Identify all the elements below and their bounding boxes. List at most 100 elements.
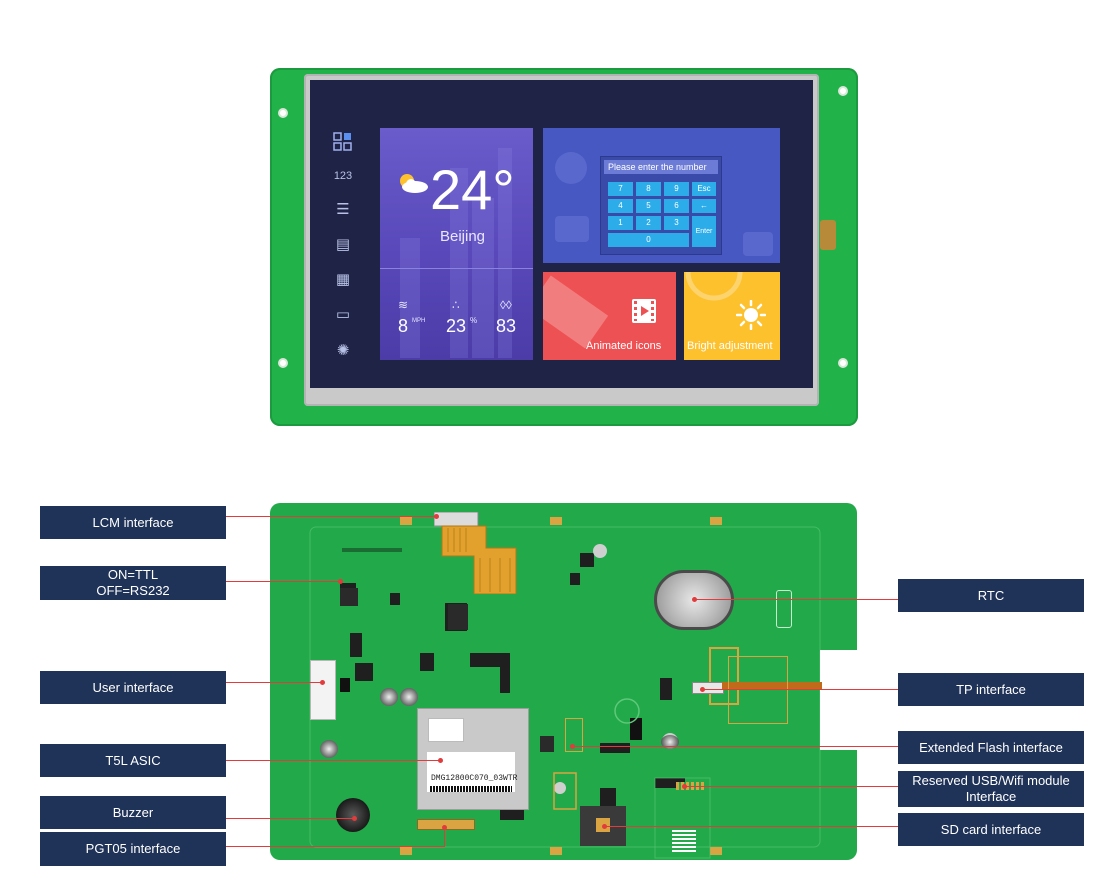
callout-buzzer: Buzzer bbox=[40, 796, 226, 829]
key-2[interactable]: 2 bbox=[636, 216, 661, 230]
callout-user-text: User interface bbox=[92, 679, 174, 695]
leader-dot bbox=[442, 825, 447, 830]
capacitor bbox=[380, 688, 398, 706]
key-8[interactable]: 8 bbox=[636, 182, 661, 196]
callout-usb-wifi: Reserved USB/Wifi module Interface bbox=[898, 771, 1084, 807]
callout-tp-interface: TP interface bbox=[898, 673, 1084, 706]
ic-chip bbox=[448, 604, 468, 630]
callout-t5l-asic: T5L ASIC bbox=[40, 744, 226, 777]
snow-icon: ∴ bbox=[452, 298, 460, 312]
lcm-flex-cable bbox=[434, 512, 517, 594]
flash-chip bbox=[540, 736, 554, 752]
leader-dot bbox=[692, 597, 697, 602]
rohs-mark bbox=[776, 590, 792, 628]
callout-lcm-interface: LCM interface bbox=[40, 506, 226, 539]
brightness-icon[interactable]: ✺ bbox=[336, 342, 350, 359]
flash-footprint bbox=[565, 718, 583, 752]
callout-rtc-text: RTC bbox=[977, 587, 1005, 603]
callout-rtc: RTC bbox=[898, 579, 1084, 612]
leader-dot bbox=[682, 784, 687, 789]
key-1[interactable]: 1 bbox=[608, 216, 633, 230]
leader-sd bbox=[604, 826, 898, 827]
callout-usb-text-2: Interface bbox=[965, 789, 1017, 804]
key-0[interactable]: 0 bbox=[608, 233, 689, 247]
callout-ttl-text: ON=TTL bbox=[107, 567, 159, 582]
film-icon[interactable]: ▦ bbox=[335, 271, 351, 288]
leader-dot bbox=[700, 687, 705, 692]
wind-icon: ≋ bbox=[398, 298, 409, 312]
callout-pgt05-text: PGT05 interface bbox=[85, 841, 181, 856]
weather-divider bbox=[380, 268, 533, 269]
leader-dot bbox=[602, 824, 607, 829]
buzzer-component bbox=[336, 798, 370, 832]
callout-usb-text-1: Reserved USB/Wifi module bbox=[912, 773, 1070, 788]
leader-dot bbox=[352, 816, 357, 821]
led-cap bbox=[661, 735, 679, 749]
sliders-icon[interactable]: ☰ bbox=[336, 201, 350, 218]
video-play-icon bbox=[632, 299, 656, 323]
mount-hole bbox=[838, 86, 848, 96]
key-4[interactable]: 4 bbox=[608, 199, 633, 213]
callout-sd-text: SD card interface bbox=[940, 821, 1042, 837]
keypad-prompt: Please enter the number bbox=[604, 160, 718, 174]
notes-icon[interactable]: ▤ bbox=[335, 236, 351, 253]
mount-hole bbox=[838, 358, 848, 368]
tp-footprint bbox=[728, 656, 788, 724]
key-7[interactable]: 7 bbox=[608, 182, 633, 196]
asic-logo-sticker bbox=[428, 718, 464, 742]
raindrop-icon: ◊◊ bbox=[500, 298, 512, 312]
key-backspace[interactable]: ← bbox=[692, 199, 716, 213]
leader-lcm bbox=[226, 516, 436, 517]
leader-flash bbox=[572, 746, 898, 747]
asic-part-number: DMG12800C070_03WTR bbox=[431, 774, 518, 783]
key-9[interactable]: 9 bbox=[664, 182, 689, 196]
callout-buzzer-text: Buzzer bbox=[112, 804, 154, 820]
rain-value: 83 bbox=[496, 316, 517, 336]
leader-buzzer bbox=[226, 818, 354, 819]
key-5[interactable]: 5 bbox=[636, 199, 661, 213]
antenna-pattern bbox=[672, 830, 696, 852]
wind-unit: MPH bbox=[412, 318, 426, 324]
callout-ttl-rs232: ON=TTL OFF=RS232 bbox=[40, 566, 226, 600]
leader-dot bbox=[338, 579, 343, 584]
key-3[interactable]: 3 bbox=[664, 216, 689, 230]
callout-extended-flash: Extended Flash interface bbox=[898, 731, 1084, 764]
capacitor bbox=[400, 688, 418, 706]
leader-dot bbox=[320, 680, 325, 685]
leader-usb bbox=[684, 786, 898, 787]
leader-pgt05 bbox=[226, 846, 444, 847]
user-interface-connector bbox=[310, 660, 336, 720]
callout-rs232-text: OFF=RS232 bbox=[96, 583, 170, 598]
callout-sd-card: SD card interface bbox=[898, 813, 1084, 846]
callout-lcm-text: LCM interface bbox=[92, 514, 174, 530]
temperature-value: 24° bbox=[430, 158, 515, 221]
city-label: Beijing bbox=[440, 228, 486, 245]
tp-connector bbox=[692, 682, 724, 694]
tp-flex-cable bbox=[722, 682, 822, 690]
key-enter[interactable]: Enter bbox=[692, 216, 716, 247]
mount-hole bbox=[278, 108, 288, 118]
partly-cloudy-icon bbox=[400, 174, 428, 193]
mount-hole bbox=[278, 358, 288, 368]
leader-tp bbox=[702, 689, 898, 690]
fpc-connector bbox=[820, 220, 836, 250]
barcode bbox=[430, 786, 512, 792]
humidity-unit: % bbox=[470, 316, 478, 325]
numeric-icon[interactable]: 123 bbox=[333, 170, 353, 182]
leader-dot bbox=[570, 744, 575, 749]
capacitor bbox=[320, 740, 338, 758]
callout-flash-text: Extended Flash interface bbox=[919, 739, 1063, 755]
card-icon[interactable]: ▭ bbox=[335, 306, 351, 323]
leader-t5l bbox=[226, 760, 440, 761]
humidity-value: 23 bbox=[446, 316, 467, 336]
callout-t5l-text: T5L ASIC bbox=[105, 752, 161, 768]
key-6[interactable]: 6 bbox=[664, 199, 689, 213]
leader-ttl bbox=[226, 581, 340, 582]
leader-pgt05-vertical bbox=[444, 828, 445, 847]
apps-icon[interactable] bbox=[330, 132, 356, 152]
wind-value: 8 bbox=[398, 316, 409, 336]
ic-chip bbox=[340, 588, 358, 606]
sun-icon bbox=[736, 300, 766, 330]
leader-dot bbox=[438, 758, 443, 763]
key-esc[interactable]: Esc bbox=[692, 182, 716, 196]
